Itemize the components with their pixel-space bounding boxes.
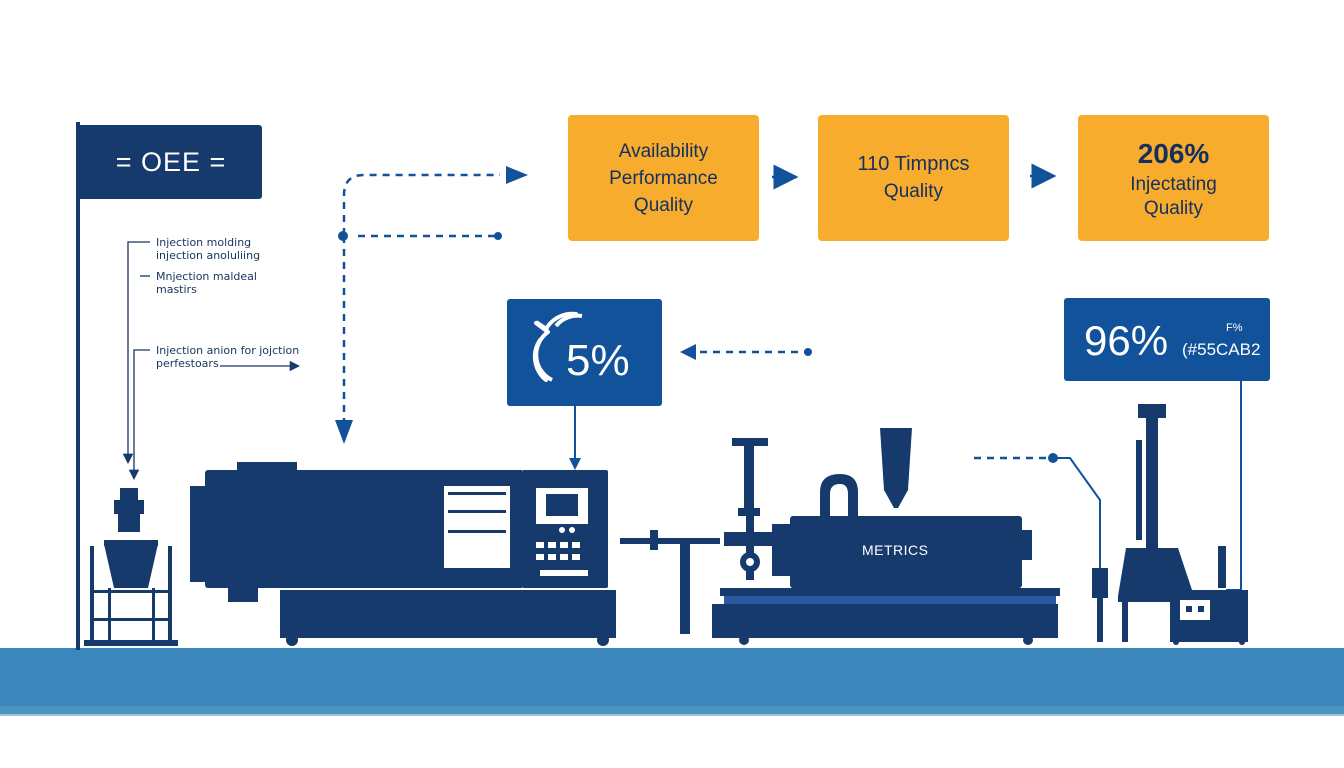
note-3-line-1: Injection anion for jojction — [156, 344, 300, 357]
hopper-icon — [84, 488, 178, 646]
metric-box-3-line-1: Injectating — [1130, 173, 1217, 195]
percent-box-small: F% — [1226, 322, 1243, 334]
floor-shadow — [0, 706, 1344, 716]
box-arrows — [772, 163, 1057, 190]
metric-box-headline: 206% Injectating Quality — [1078, 115, 1269, 241]
oee-flag: = OEE = — [80, 125, 262, 199]
note-2-line-1: Mnjection maldeal — [156, 270, 257, 283]
metric-box-timpncs: 110 Timpncs Quality — [818, 115, 1009, 241]
metric-box-2-line-2: Quality — [883, 181, 944, 202]
flag-icon — [76, 122, 80, 650]
note-1-line-1: Injection molding — [156, 236, 252, 249]
machine-label: METRICS — [862, 542, 929, 558]
floor-band — [0, 648, 1344, 714]
note-2: Mnjection maldeal mastirs — [156, 270, 257, 296]
percent-box: 96% F% (#55CAB2 — [1064, 298, 1270, 381]
gauge-value: 5% — [566, 336, 630, 385]
control-panel-icon — [522, 470, 608, 588]
oee-flag-label: = OEE = — [115, 146, 227, 177]
percent-box-code: (#55CAB2 — [1182, 340, 1261, 359]
metric-box-2-line-1: 110 Timpncs — [857, 153, 970, 175]
arrow-right-icon — [335, 166, 1058, 470]
metric-box-3-headline: 206% — [1137, 137, 1210, 169]
note-2-line-2: mastirs — [156, 283, 197, 296]
note-3: Injection anion for jojction perfestoars — [156, 344, 299, 370]
percent-box-value: 96% — [1084, 317, 1169, 364]
note-1: Injection molding injection anoluliing — [156, 236, 260, 262]
metric-box-3-line-2: Quality — [1143, 197, 1204, 219]
clamp-column — [724, 438, 774, 580]
metric-box-1-line-2: Performance — [609, 167, 718, 189]
flow-connectors — [342, 173, 1050, 460]
metric-box-1-line-3: Quality — [633, 194, 694, 216]
metric-box-1-line-1: Availability — [618, 140, 709, 162]
extruder-icon — [712, 428, 1060, 645]
note-1-line-2: injection anoluliing — [156, 249, 261, 262]
note-connectors — [122, 241, 301, 481]
metric-box-availability: Availability Performance Quality — [568, 115, 759, 241]
injection-molding-machine-icon — [190, 462, 720, 646]
note-3-line-2: perfestoars — [156, 357, 219, 370]
right-equipment-icon — [1092, 404, 1248, 645]
